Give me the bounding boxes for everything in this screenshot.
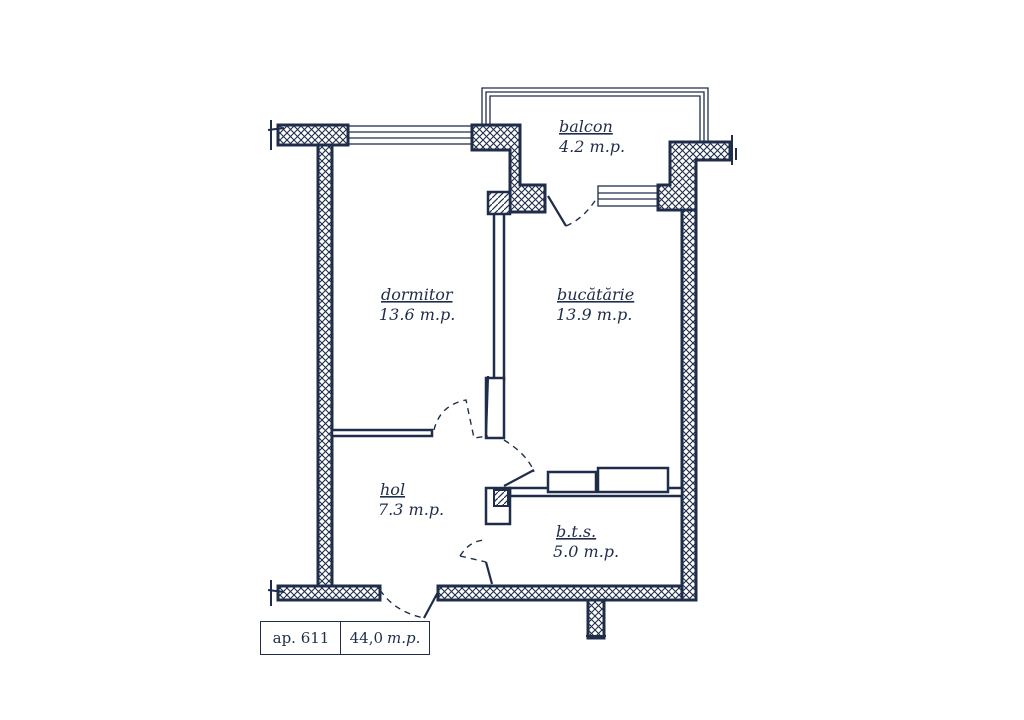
- partitions: [330, 210, 684, 526]
- door-bts: [459, 539, 487, 557]
- apartment-area-unit: m.p.: [387, 629, 421, 647]
- room-label-dormitor: dormitor 13.6 m.p.: [379, 285, 455, 324]
- wall-top-left: [276, 123, 350, 147]
- partition-bts-duct2: [596, 466, 670, 494]
- door-bucatarie: [503, 439, 535, 473]
- room-label-balcon: balcon 4.2 m.p.: [558, 117, 625, 156]
- room-name-bts: b.t.s.: [556, 522, 596, 541]
- wall-left: [316, 143, 334, 592]
- door-balcony: [547, 195, 567, 227]
- wall-bottom-right: [436, 584, 698, 602]
- room-area-bucatarie: 13.9 m.p.: [556, 305, 632, 324]
- room-name-dormitor: dormitor: [381, 285, 454, 304]
- room-name-hol: hol: [380, 480, 405, 499]
- room-name-balcon: balcon: [559, 117, 613, 136]
- wall-top-right: [656, 140, 732, 212]
- wall-center-top: [470, 123, 547, 214]
- hatched-block-small: [493, 489, 509, 507]
- apartment-number-text: ap. 611: [272, 629, 330, 647]
- apartment-area: 44,0 m.p.: [340, 621, 430, 655]
- window-bucatarie: [597, 185, 659, 207]
- balcony-railing: [481, 87, 709, 142]
- partition-dormitor-bucatarie: [492, 210, 506, 382]
- room-label-bts: b.t.s. 5.0 m.p.: [553, 522, 619, 561]
- apartment-area-value: 44,0: [349, 629, 384, 647]
- wall-right: [680, 203, 698, 602]
- room-area-hol: 7.3 m.p.: [378, 500, 444, 519]
- room-label-hol: hol 7.3 m.p.: [378, 480, 444, 519]
- door-entry: [379, 589, 425, 619]
- windows: [347, 125, 659, 207]
- room-area-balcon: 4.2 m.p.: [558, 137, 625, 156]
- wall-break-marks: [267, 120, 737, 637]
- doors: [379, 195, 599, 619]
- room-area-bts: 5.0 m.p.: [553, 542, 619, 561]
- apartment-number: ap. 611: [260, 621, 342, 655]
- room-name-bucatarie: bucătărie: [557, 285, 634, 304]
- room-area-dormitor: 13.6 m.p.: [379, 305, 455, 324]
- window-dormitor: [347, 125, 473, 145]
- hatched-column: [486, 190, 512, 216]
- wall-stub-bottom: [586, 598, 606, 640]
- door-dormitor: [433, 399, 489, 439]
- partition-dormitor-hol: [330, 428, 434, 438]
- wall-bottom-left: [276, 584, 382, 602]
- partition-bts-duct: [546, 470, 598, 494]
- walls: [276, 123, 732, 640]
- room-label-bucatarie: bucătărie 13.9 m.p.: [556, 285, 634, 324]
